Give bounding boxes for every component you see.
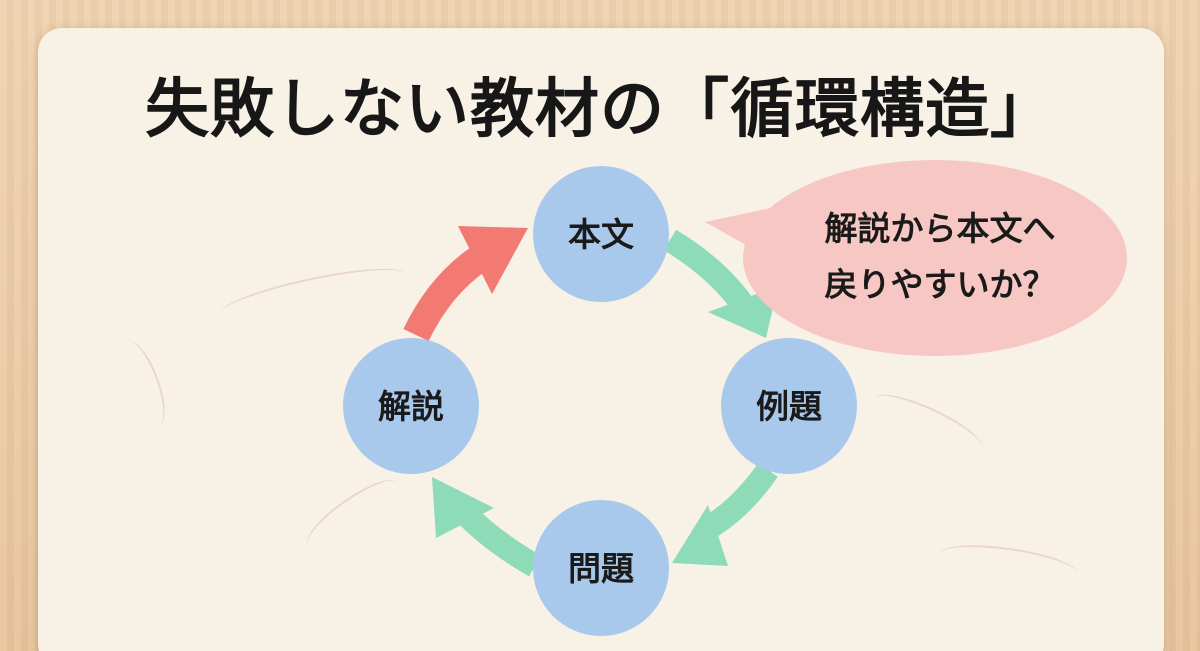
node-label-honbun: 本文	[568, 215, 634, 254]
bubble-line-2: 戻りやすいか？	[825, 265, 1056, 304]
node-honbun: 本文	[533, 166, 669, 302]
arrow-reidai-to-mondai	[672, 463, 778, 566]
node-kaisetsu: 解説	[343, 338, 479, 474]
arrow-honbun-to-reidai	[663, 229, 778, 338]
node-label-reidai: 例題	[756, 387, 822, 426]
node-reidai: 例題	[721, 338, 857, 474]
slide-title: 失敗しない教材の「循環構造」	[145, 73, 1055, 147]
bubble-line-1: 解説から本文へ	[825, 209, 1056, 248]
node-label-kaisetsu: 解説	[378, 387, 444, 426]
arrow-kaisetsu-to-honbun	[403, 226, 528, 342]
arrow-mondai-to-kaisetsu	[432, 477, 542, 577]
node-mondai: 問題	[533, 500, 669, 636]
speech-bubble: 解説から本文へ 戻りやすいか？	[705, 160, 1127, 356]
node-label-mondai: 問題	[568, 549, 634, 588]
